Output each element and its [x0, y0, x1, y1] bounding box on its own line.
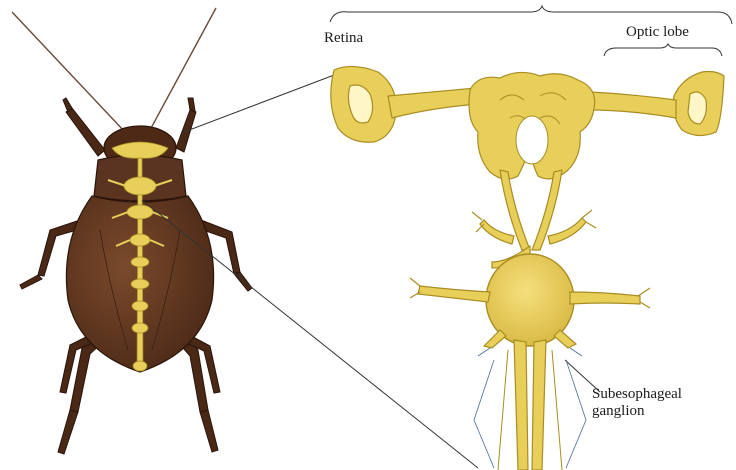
- ventral-nerve-cord: [514, 340, 528, 470]
- retina-label: Retina: [324, 30, 363, 47]
- left-optic-lobe: [388, 88, 478, 118]
- right-optic-lobe: [588, 92, 676, 118]
- right-antenna: [150, 8, 216, 130]
- nerve-branches: [474, 348, 586, 468]
- subesophageal-label-line1: Subesophageal: [592, 386, 682, 403]
- subesophageal-label-line2: ganglion: [592, 403, 682, 420]
- optic-lobe-label: Optic lobe: [626, 24, 689, 41]
- subesophageal-ganglion-label: Subesophageal ganglion: [592, 386, 682, 420]
- cricket-illustration: [12, 8, 252, 454]
